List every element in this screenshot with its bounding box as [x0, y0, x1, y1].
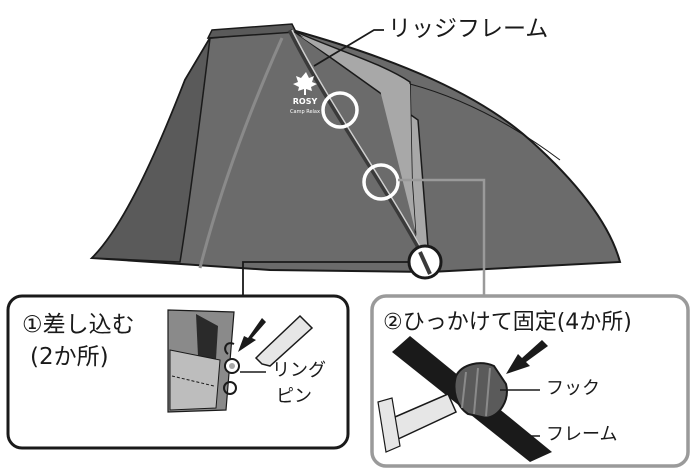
step2-leader	[398, 178, 486, 296]
hook-label: フック	[546, 378, 600, 399]
pole-end-detail	[418, 251, 432, 275]
ring-label: リング	[272, 360, 326, 381]
step2-panel	[370, 294, 690, 468]
step1-leader	[242, 261, 410, 296]
frame-label: フレーム	[546, 424, 618, 445]
step1-inner-panel	[169, 349, 221, 411]
step1-subtitle: (2か所)	[30, 344, 109, 370]
tent-door-flap	[90, 37, 211, 263]
step2-arrow-icon	[506, 340, 548, 374]
ridge-frame-pole-highlight	[291, 29, 435, 273]
brand-logo: ROSY Camp Relax	[290, 72, 320, 115]
step1-title: ①差し込む	[22, 312, 135, 338]
tent-top-cap	[206, 23, 298, 39]
maple-leaf-icon	[293, 72, 317, 95]
ridge-frame-label: リッジフレーム	[388, 16, 549, 42]
step2-hook-ribs	[461, 367, 491, 417]
logo-sub-text: Camp Relax	[290, 109, 320, 115]
step1-ring-inner	[229, 363, 235, 369]
step2-panel-frame	[370, 294, 690, 468]
step1-pole	[254, 314, 314, 367]
highlight-ring-upper	[321, 91, 359, 129]
step1-illustration	[167, 309, 314, 413]
tent-side-panel-fill	[300, 36, 420, 268]
step2-illustration	[377, 336, 552, 462]
ridge-frame-pole	[287, 28, 435, 274]
step2-title: ②ひっかけて固定(4か所)	[383, 310, 632, 335]
step1-seam	[171, 375, 215, 387]
step1-arrow-icon	[238, 318, 266, 352]
ridge-frame-leader	[313, 29, 384, 67]
leader-lines	[242, 29, 486, 296]
logo-brand-text: ROSY	[293, 97, 318, 106]
pin-label: ピン	[276, 386, 312, 407]
tent-door-seam	[198, 37, 284, 269]
step1-panel	[6, 294, 350, 450]
highlight-ring-middle	[362, 163, 400, 201]
step1-pin	[224, 342, 235, 355]
tent-illustration: ROSY Camp Relax	[89, 23, 622, 280]
step2-hook-body	[453, 362, 508, 420]
tent-rear-seam	[409, 83, 561, 161]
step1-ring-lower	[223, 381, 237, 395]
step2-pole-left	[377, 397, 401, 453]
